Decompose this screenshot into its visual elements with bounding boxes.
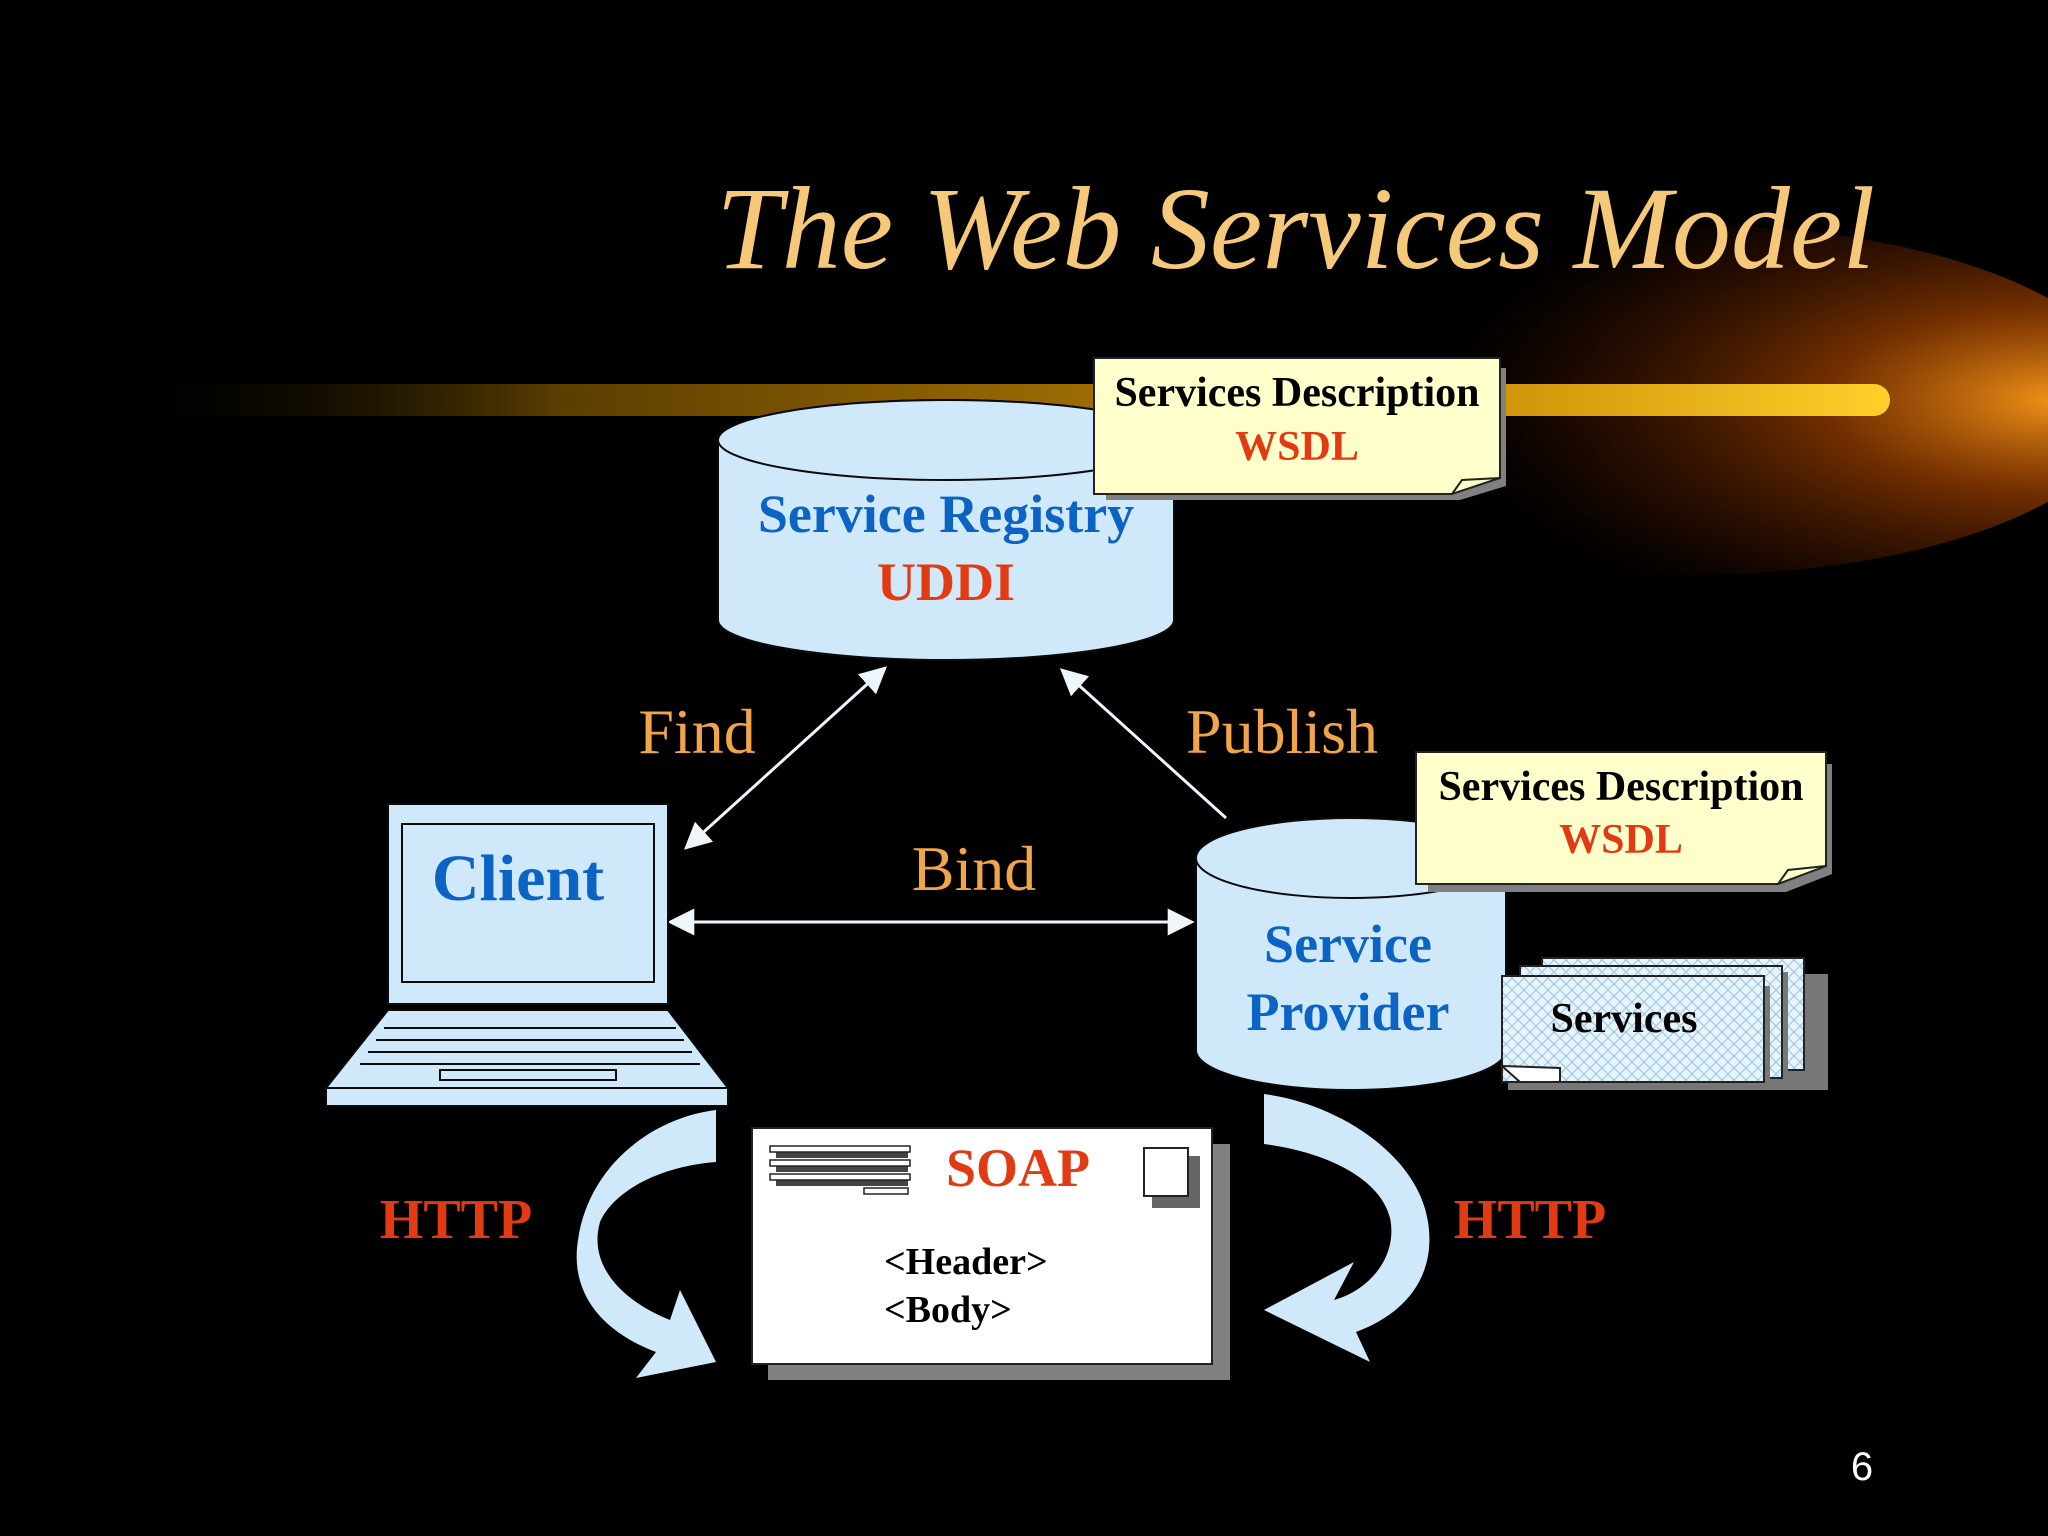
provider-line1: Service [1264, 914, 1432, 974]
soap-title: SOAP [946, 1138, 1090, 1198]
find-label: Find [638, 696, 755, 767]
registry-description-note: Services Description WSDL [1093, 357, 1506, 500]
laptop-keyboard [360, 1027, 700, 1065]
http-curve-arrow-left [576, 1110, 716, 1378]
registry-note-title: Services Description [1114, 370, 1479, 416]
publish-label: Publish [1186, 696, 1378, 767]
publish-arrow [1059, 668, 1228, 820]
provider-note-title: Services Description [1438, 764, 1803, 810]
registry-note-format: WSDL [1235, 424, 1359, 470]
http-label-right: HTTP [1454, 1189, 1606, 1251]
slide-title: The Web Services Model [716, 163, 1875, 294]
soap-header-tag: <Header> [884, 1241, 1048, 1283]
client-label: Client [432, 842, 604, 915]
registry-name: Service Registry [758, 484, 1134, 544]
soap-body-tag: <Body> [884, 1289, 1012, 1331]
service-registry: Service Registry UDDI [717, 399, 1175, 661]
provider-line2: Provider [1247, 982, 1450, 1042]
client-laptop: Client [323, 803, 731, 1107]
envelope-stamp [1143, 1147, 1189, 1197]
registry-protocol: UDDI [877, 552, 1015, 612]
services-label: Services [1551, 996, 1698, 1042]
address-lines [769, 1145, 911, 1195]
laptop-trackpad [439, 1069, 617, 1081]
http-curve-arrow-right [1264, 1094, 1430, 1362]
laptop-screen [387, 803, 669, 1005]
page-number: 6 [1851, 1445, 1873, 1489]
soap-envelope: SOAP <Header> <Body> [751, 1127, 1230, 1380]
services-stack: Services [1499, 957, 1828, 1090]
provider-note-format: WSDL [1559, 817, 1683, 863]
bind-label: Bind [912, 833, 1036, 904]
provider-description-note: Services Description WSDL [1415, 751, 1832, 892]
http-label-left: HTTP [380, 1189, 532, 1251]
find-arrow [683, 666, 888, 850]
